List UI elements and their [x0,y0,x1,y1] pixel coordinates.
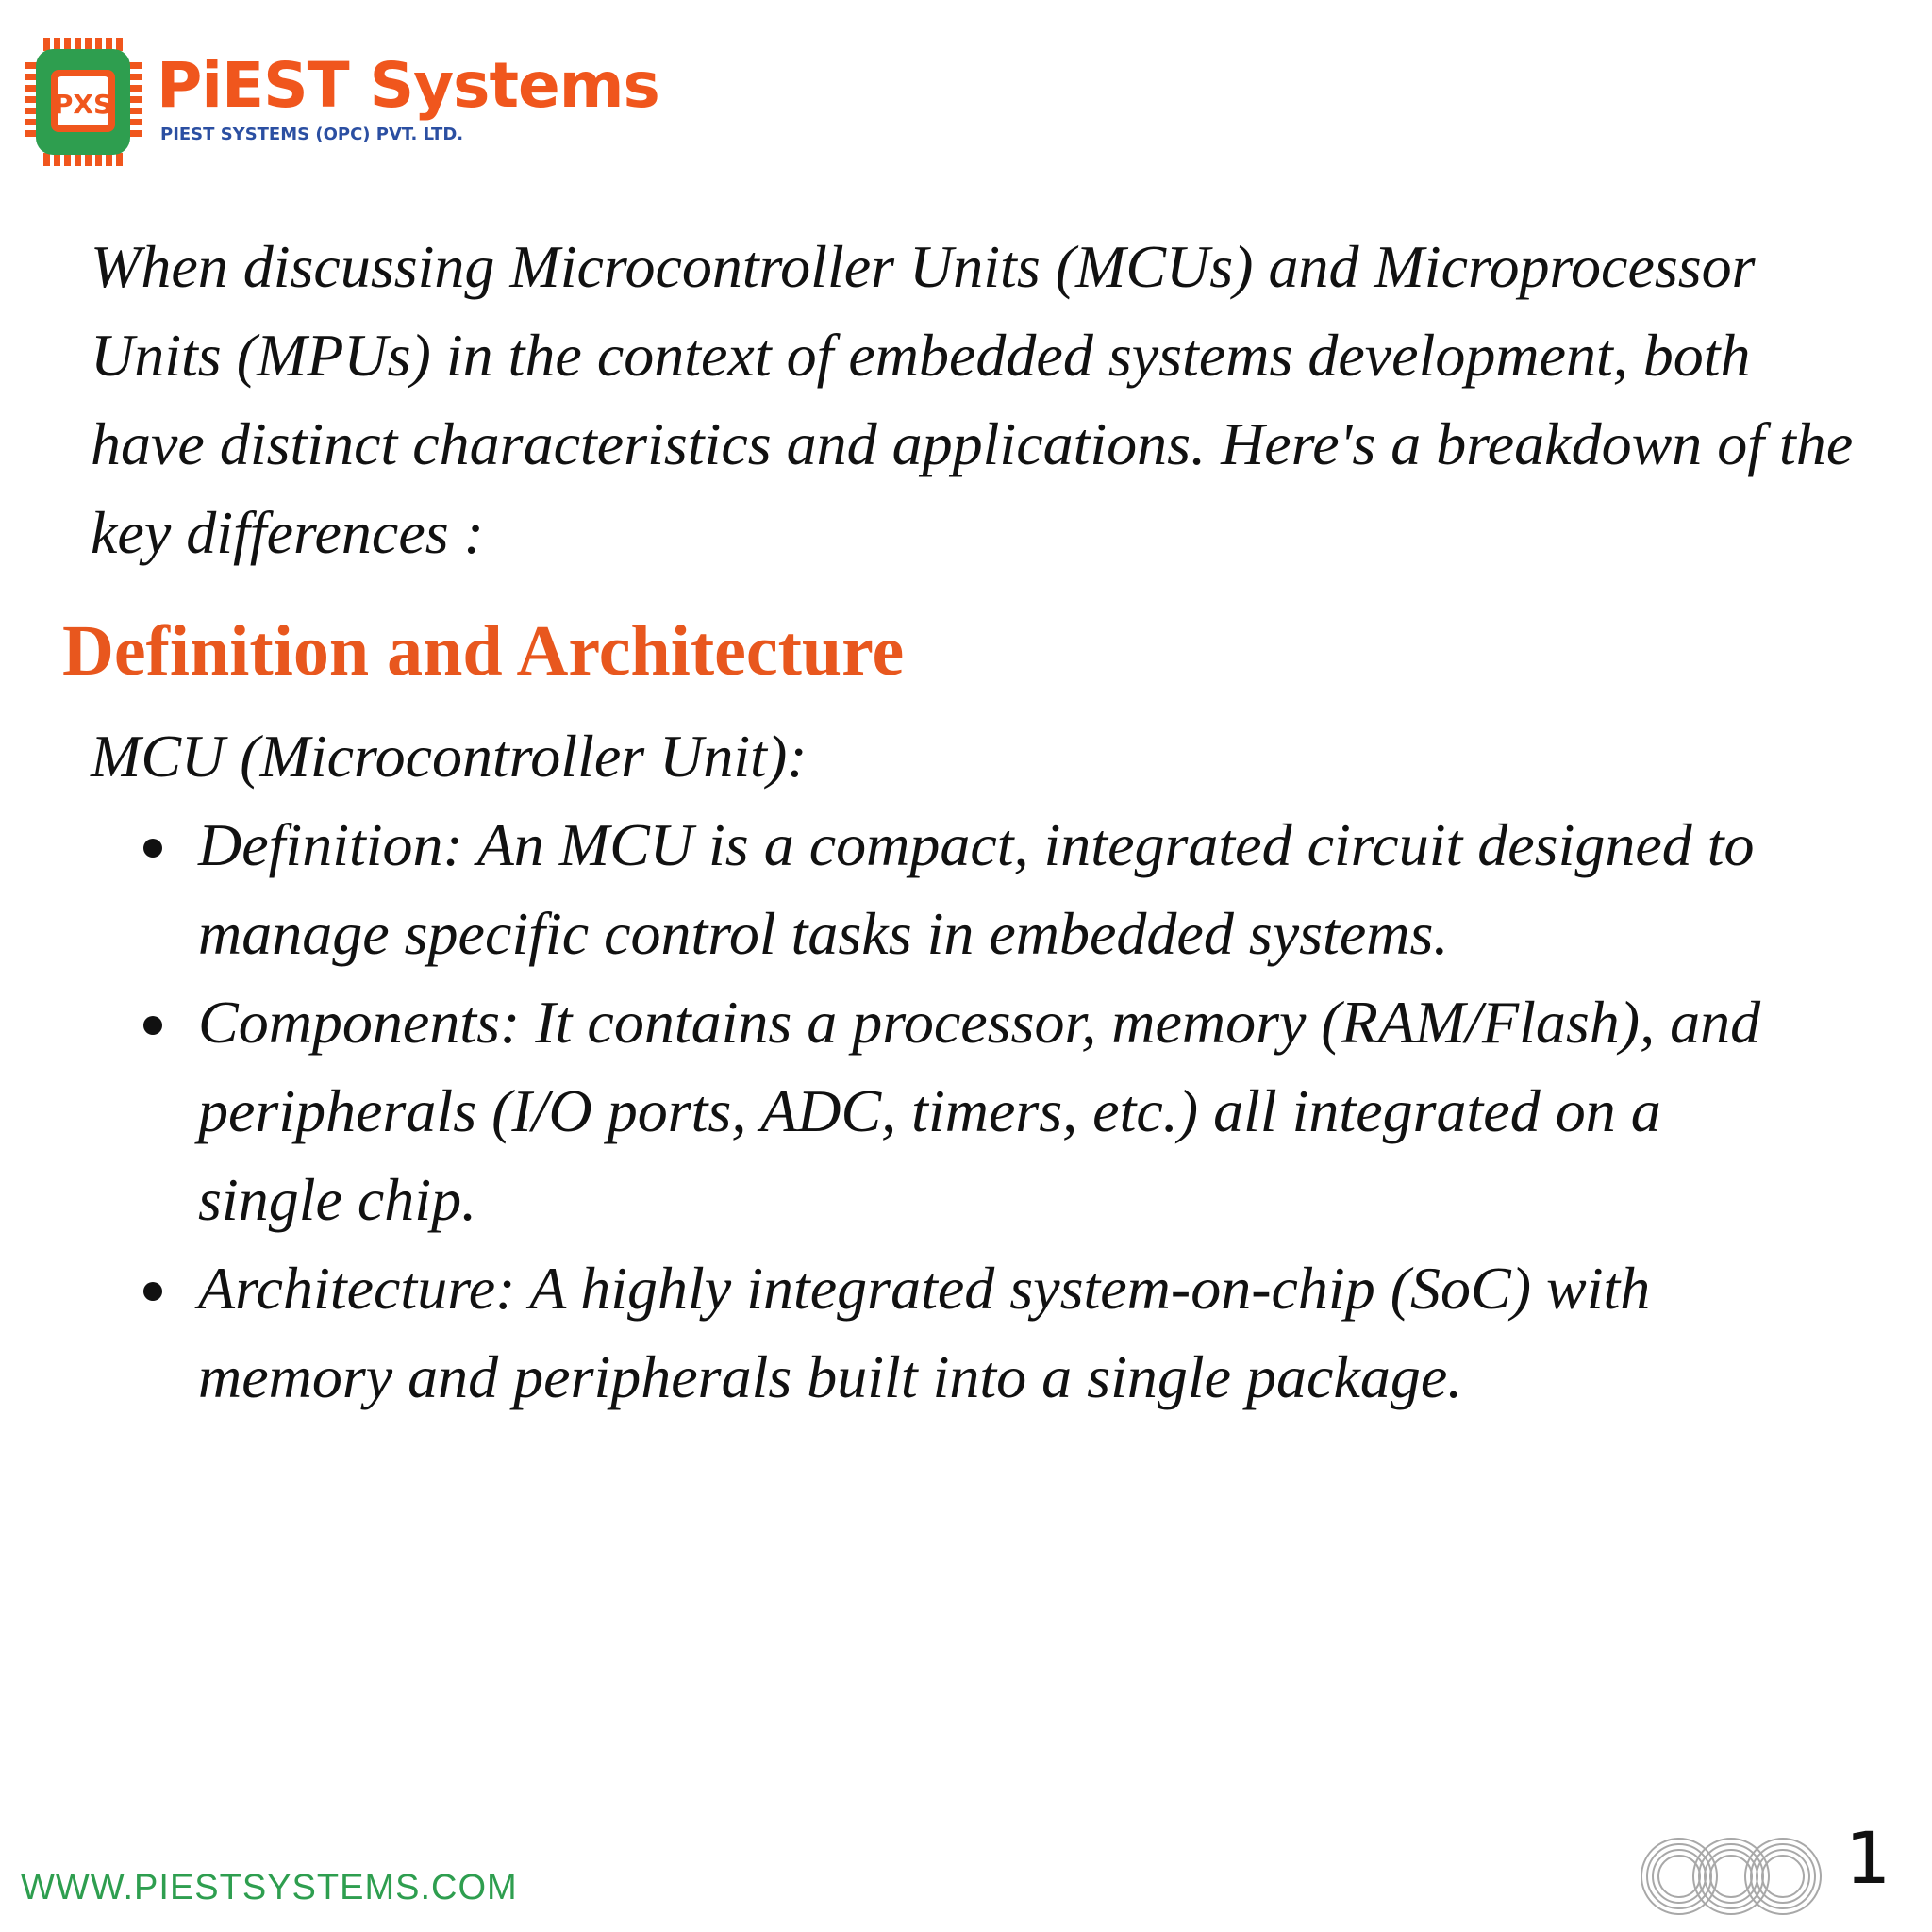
bullet-item-definition: Definition: An MCU is a compact, integra… [143,801,1802,978]
svg-text:PXS: PXS [54,89,112,120]
interlocking-rings-icon [1641,1838,1822,1915]
website-link[interactable]: WWW.PIESTSYSTEMS.COM [21,1868,518,1907]
bullet-item-components: Components: It contains a processor, mem… [143,978,1802,1244]
bullet-text: Definition: An MCU is a compact, integra… [198,811,1755,967]
bullet-text: Architecture: A highly integrated system… [198,1255,1651,1410]
section-heading: Definition and Architecture [62,611,905,691]
bullet-dot-icon [143,1282,162,1301]
chip-logo-icon: PXS [25,38,142,166]
company-logo: PXS PiEST Systems PIEST SYSTEMS (OPC) PV… [25,36,660,177]
bullet-dot-icon [143,1016,162,1035]
page-number: 1 [1845,1816,1891,1900]
bullet-item-architecture: Architecture: A highly integrated system… [143,1244,1802,1422]
bullet-list: Definition: An MCU is a compact, integra… [143,801,1802,1422]
brand-legal-name: PIEST SYSTEMS (OPC) PVT. LTD. [160,125,464,144]
bullet-text: Components: It contains a processor, mem… [198,989,1761,1233]
mcu-subheading: MCU (Microcontroller Unit): [91,723,808,790]
intro-paragraph: When discussing Microcontroller Units (M… [91,233,1854,566]
bullet-dot-icon [143,839,162,858]
brand-name: PiEST Systems [157,49,660,122]
